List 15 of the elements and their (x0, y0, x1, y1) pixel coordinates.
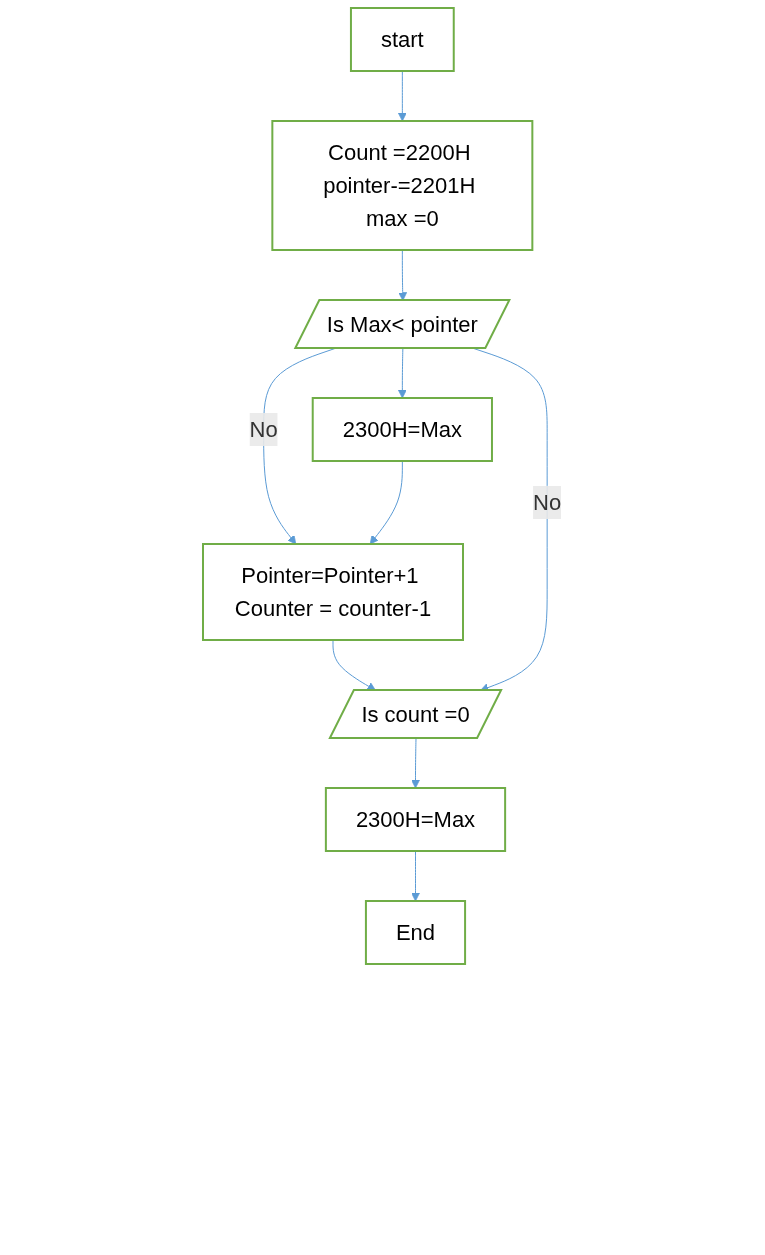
arrow (411, 850, 421, 902)
arrow (411, 738, 421, 789)
node-box: Count =2200H pointer-=2201H max =0 (271, 120, 534, 251)
arrow (370, 460, 404, 545)
arrow (398, 249, 408, 301)
node-box: 2300H=Max (325, 787, 507, 852)
arrow (332, 639, 377, 691)
edge-label: No (249, 417, 279, 442)
node-box: Pointer=Pointer+1 Counter = counter-1 (202, 543, 465, 641)
node-box: start (350, 7, 456, 72)
arrow (398, 348, 408, 399)
arrow (398, 70, 408, 122)
node-box: 2300H=Max (312, 397, 494, 462)
node-box: End (365, 900, 467, 965)
edge-label: No (533, 490, 562, 515)
